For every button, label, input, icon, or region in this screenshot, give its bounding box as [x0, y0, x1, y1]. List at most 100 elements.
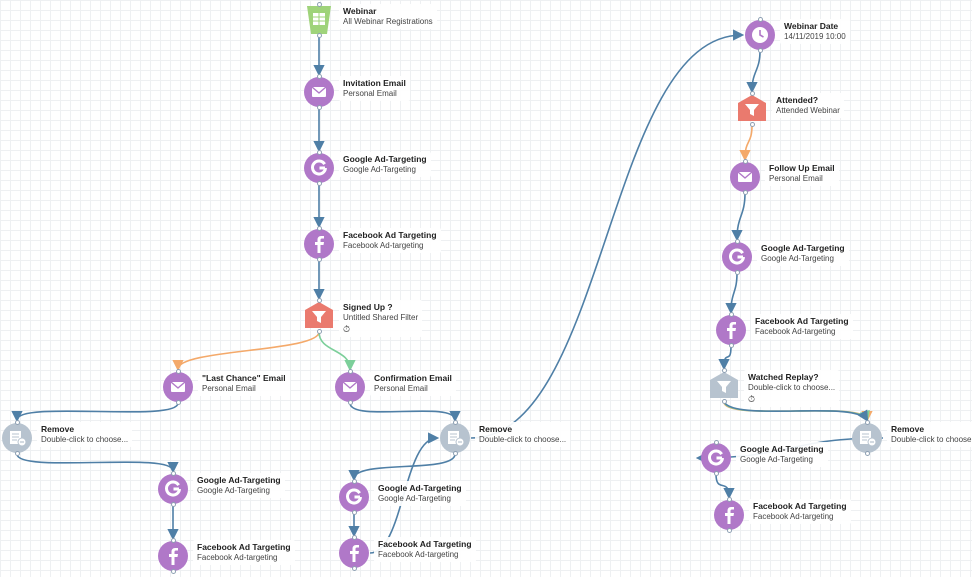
node-google-1[interactable] — [303, 150, 335, 186]
node-title: Signed Up ? — [343, 302, 393, 312]
node-title: Facebook Ad Targeting — [753, 501, 847, 511]
port-top[interactable] — [713, 440, 719, 445]
connector-signed-up-to-last-chance-email[interactable] — [172, 331, 320, 372]
port-bottom[interactable] — [452, 451, 458, 456]
node-facebook-4[interactable] — [715, 312, 747, 348]
port-bottom[interactable] — [742, 190, 748, 195]
port-bottom[interactable] — [864, 451, 870, 456]
port-top[interactable] — [316, 298, 322, 303]
port-top[interactable] — [351, 479, 357, 484]
node-subtitle: Google Ad-Targeting — [197, 485, 270, 495]
node-watched-replay[interactable] — [708, 368, 740, 404]
port-top[interactable] — [170, 538, 176, 543]
node-remove-left[interactable] — [1, 420, 33, 456]
node-facebook-3[interactable] — [338, 535, 370, 571]
node-webinar-date[interactable] — [744, 17, 776, 53]
port-bottom[interactable] — [316, 105, 322, 110]
port-top[interactable] — [734, 239, 740, 244]
node-remove-right[interactable] — [851, 420, 883, 456]
node-webinar[interactable] — [303, 2, 335, 38]
list-remove-icon — [439, 422, 471, 459]
node-google-4[interactable] — [721, 239, 753, 275]
port-top[interactable] — [742, 159, 748, 164]
connector-signed-up-to-confirmation-email[interactable] — [318, 331, 356, 372]
port-top[interactable] — [452, 420, 458, 425]
port-top[interactable] — [316, 226, 322, 231]
node-subtitle: Facebook Ad-targeting — [197, 552, 278, 562]
port-bottom[interactable] — [316, 257, 322, 262]
port-top[interactable] — [749, 91, 755, 96]
node-remove-mid[interactable] — [439, 420, 471, 456]
port-bottom[interactable] — [713, 471, 719, 476]
port-bottom[interactable] — [351, 566, 357, 571]
node-title: Facebook Ad Targeting — [197, 542, 291, 552]
node-facebook-5[interactable] — [713, 497, 745, 533]
node-google-3[interactable] — [338, 479, 370, 515]
port-top[interactable] — [726, 497, 732, 502]
node-subtitle: Google Ad-Targeting — [761, 253, 834, 263]
port-bottom[interactable] — [726, 528, 732, 533]
mail-icon — [303, 76, 335, 113]
port-top[interactable] — [721, 368, 727, 373]
port-bottom[interactable] — [734, 270, 740, 275]
connector-follow-up-email-to-google-4[interactable] — [731, 192, 746, 242]
port-bottom[interactable] — [757, 48, 763, 53]
port-bottom[interactable] — [316, 329, 322, 334]
node-title: Google Ad-Targeting — [343, 154, 427, 164]
node-follow-up-email[interactable] — [729, 159, 761, 195]
connector-attended-to-follow-up-email[interactable] — [739, 124, 753, 162]
node-title: Google Ad-Targeting — [761, 243, 845, 253]
port-top[interactable] — [757, 17, 763, 22]
port-top[interactable] — [170, 471, 176, 476]
node-google-5[interactable] — [700, 440, 732, 476]
connector-remove-left-to-google-2[interactable] — [16, 453, 179, 474]
node-facebook-1[interactable] — [303, 226, 335, 262]
port-bottom[interactable] — [175, 400, 181, 405]
port-top[interactable] — [316, 150, 322, 155]
port-top[interactable] — [728, 312, 734, 317]
connector-google-4-to-facebook-4[interactable] — [725, 272, 738, 315]
port-bottom[interactable] — [170, 569, 176, 574]
port-bottom[interactable] — [728, 343, 734, 348]
port-bottom[interactable] — [749, 122, 755, 127]
connector-last-chance-email-to-remove-left[interactable] — [11, 402, 179, 423]
node-title: Google Ad-Targeting — [740, 444, 824, 454]
node-confirmation-email[interactable] — [334, 369, 366, 405]
node-title: Remove — [479, 424, 513, 434]
port-bottom[interactable] — [351, 510, 357, 515]
port-bottom[interactable] — [347, 400, 353, 405]
connector-remove-mid-to-webinar-date[interactable] — [470, 29, 745, 439]
node-last-chance-email[interactable] — [162, 369, 194, 405]
port-top[interactable] — [316, 74, 322, 79]
port-top[interactable] — [316, 2, 322, 7]
node-subtitle: Double-click to choose... — [891, 434, 972, 444]
node-google-2[interactable] — [157, 471, 189, 507]
port-top[interactable] — [347, 369, 353, 374]
port-top[interactable] — [864, 420, 870, 425]
node-title: Facebook Ad Targeting — [343, 230, 437, 240]
port-bottom[interactable] — [170, 502, 176, 507]
port-bottom[interactable] — [721, 399, 727, 404]
port-top[interactable] — [14, 420, 20, 425]
port-bottom[interactable] — [316, 181, 322, 186]
node-attended[interactable] — [736, 91, 768, 127]
node-facebook-2[interactable] — [157, 538, 189, 574]
node-subtitle: Double-click to choose... — [479, 434, 567, 444]
port-top[interactable] — [351, 535, 357, 540]
node-invitation-email[interactable] — [303, 74, 335, 110]
port-bottom[interactable] — [14, 451, 20, 456]
port-bottom[interactable] — [316, 33, 322, 38]
connector-webinar-date-to-attended[interactable] — [746, 50, 761, 94]
port-top[interactable] — [175, 369, 181, 374]
node-subtitle: Personal Email — [202, 383, 256, 393]
node-signed-up[interactable] — [303, 298, 335, 334]
